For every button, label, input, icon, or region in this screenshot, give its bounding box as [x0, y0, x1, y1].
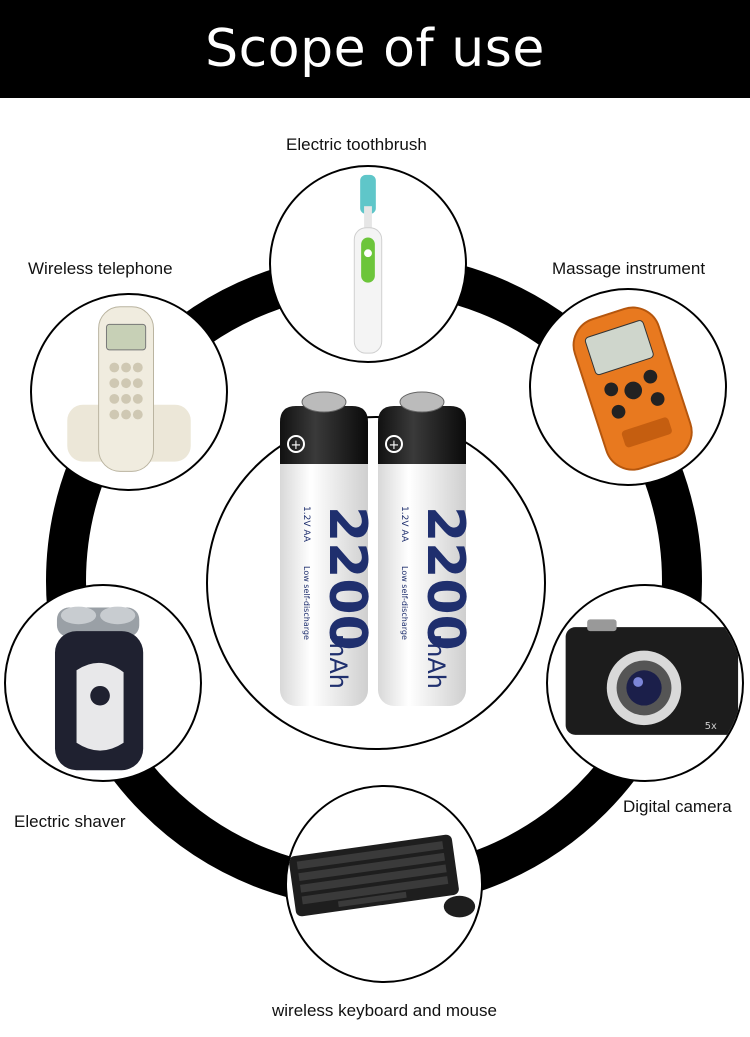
center-circle — [206, 416, 546, 750]
phone-icon — [67, 306, 191, 472]
camera-icon: 5x — [565, 619, 739, 735]
phone-circle — [30, 293, 228, 491]
battery-pair: + 2200 mAh 1.2V AA Low self-discharge + … — [270, 386, 480, 716]
battery-right: + 2200 mAh 1.2V AA Low self-discharge — [378, 391, 475, 706]
battery-unit-2: mAh — [422, 634, 450, 689]
battery-spec-2: 1.2V AA — [399, 506, 409, 543]
battery-plus-sign-2: + — [389, 438, 400, 453]
label-shaver: Electric shaver — [14, 812, 126, 831]
toothbrush-icon — [353, 174, 383, 354]
shaver-circle — [4, 584, 202, 782]
battery-left: + 2200 mAh 1.2V AA Low self-discharge — [280, 391, 377, 706]
label-massager: Massage instrument — [552, 259, 706, 278]
label-keyboard: wireless keyboard and mouse — [272, 1001, 497, 1020]
label-phone: Wireless telephone — [28, 259, 173, 278]
massager-circle — [529, 288, 727, 486]
keyboard-icon — [288, 834, 476, 918]
battery-plus-sign: + — [291, 438, 302, 453]
header-bar: Scope of use — [0, 0, 750, 98]
massager-icon — [572, 306, 693, 471]
battery-spec: 1.2V AA — [301, 506, 311, 543]
shaver-icon — [54, 606, 144, 771]
keyboard-circle — [285, 785, 483, 983]
label-camera: Digital camera — [623, 797, 732, 816]
camera-circle: 5x — [546, 584, 744, 782]
battery-unit: mAh — [324, 634, 352, 689]
battery-note: Low self-discharge — [302, 566, 311, 640]
battery-capacity: 2200 — [317, 506, 377, 651]
svg-text:5x: 5x — [705, 721, 717, 732]
label-toothbrush: Electric toothbrush — [286, 135, 427, 154]
battery-capacity-2: 2200 — [415, 506, 475, 651]
toothbrush-circle — [269, 165, 467, 363]
page-title: Scope of use — [205, 19, 545, 79]
battery-note-2: Low self-discharge — [400, 566, 409, 640]
